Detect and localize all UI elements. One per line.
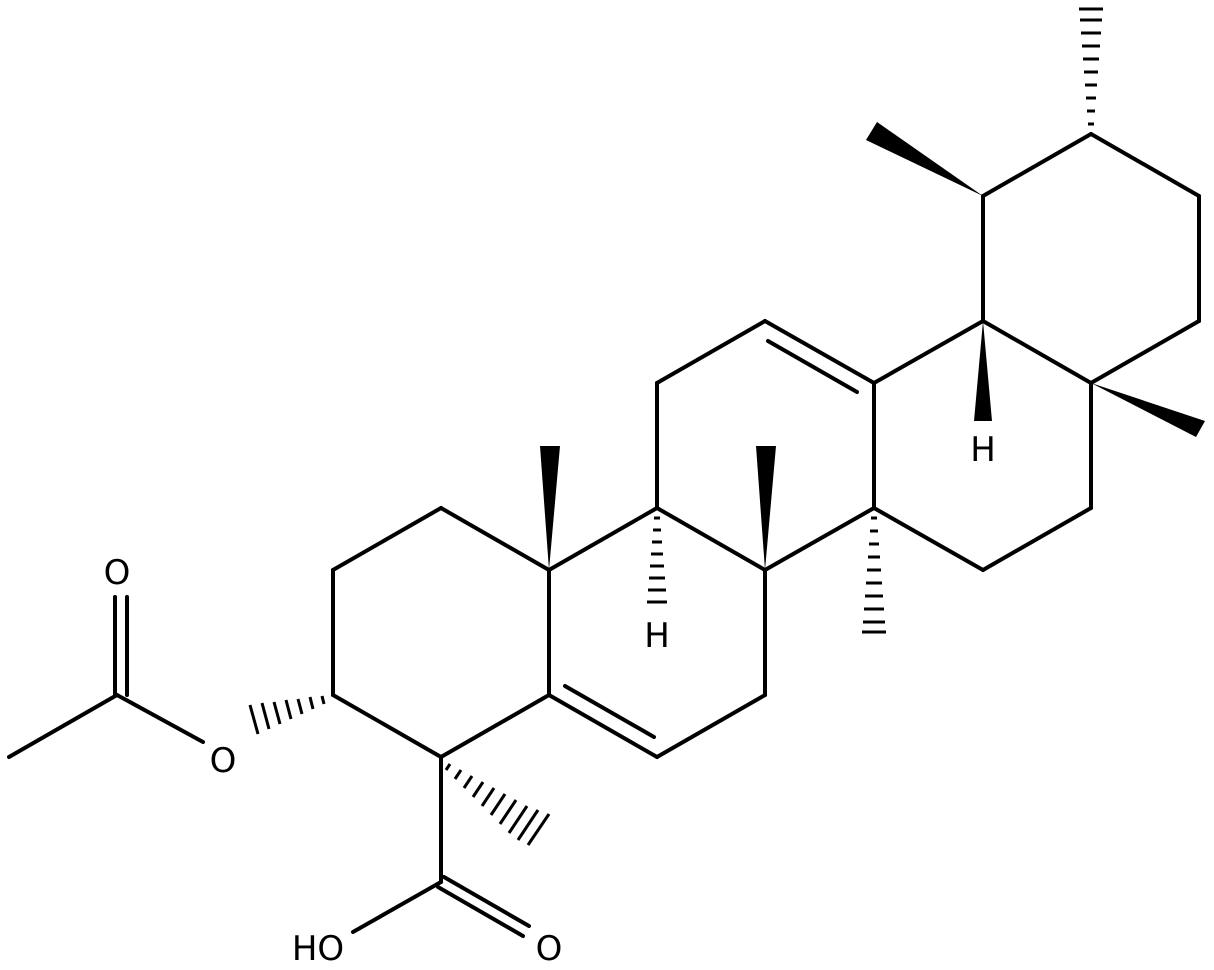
c19-methyl-hash: [1079, 7, 1103, 126]
hydroxyl-label: HO: [292, 929, 344, 969]
c8-methyl-wedge: [756, 446, 776, 570]
acid-carbonyl-oxygen-label: O: [536, 929, 563, 969]
c9-h-hash: [647, 516, 667, 604]
c3-oxygen-hash: [248, 695, 326, 735]
wedge-bonds: [540, 122, 1205, 570]
atom-labels: O O HO O H H: [104, 430, 996, 969]
c18-hydrogen-label: H: [970, 430, 996, 470]
ester-oxygen-label: O: [210, 741, 237, 781]
double-bonds: [113, 319, 876, 938]
c17-methyl-wedge: [1091, 383, 1205, 437]
c10-methyl-wedge: [540, 446, 560, 570]
c14-methyl-hash: [862, 516, 886, 634]
c18-h-wedge: [974, 321, 992, 421]
c20-methyl-wedge: [866, 122, 983, 196]
acetate-carbonyl-oxygen-label: O: [104, 553, 131, 593]
hashed-bonds: [248, 7, 1103, 846]
c4-methyl-hash: [444, 763, 551, 846]
c9-hydrogen-label: H: [644, 616, 670, 656]
single-bonds: [7, 132, 1201, 934]
